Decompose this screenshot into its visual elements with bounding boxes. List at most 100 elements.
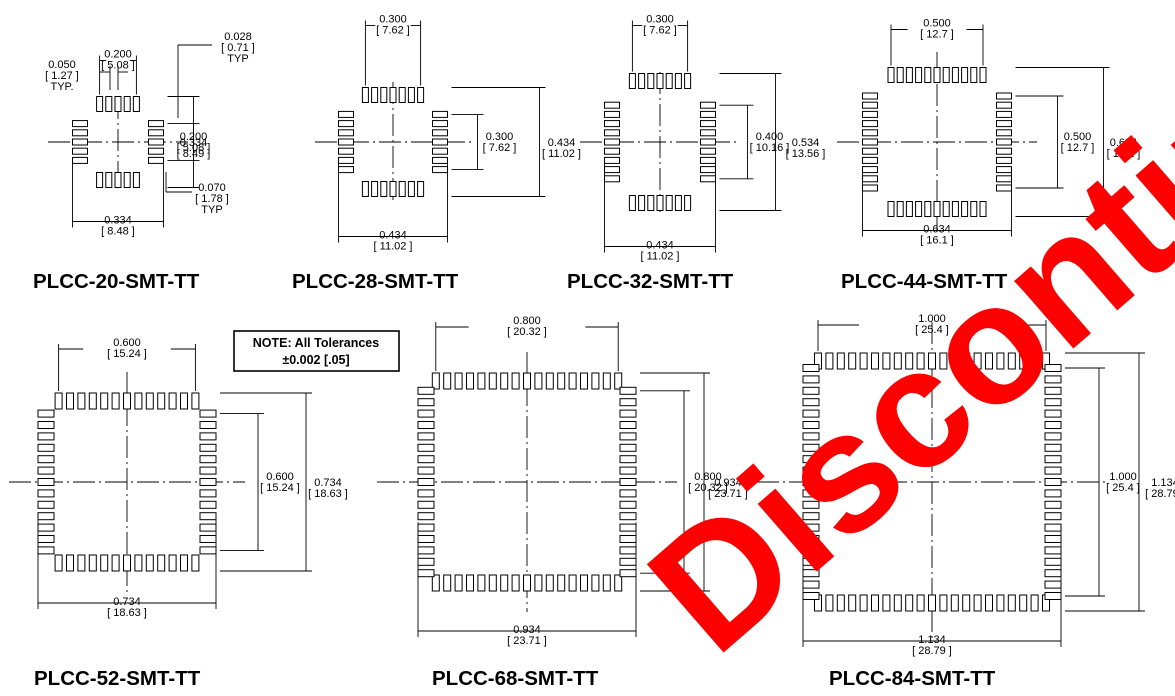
pad-right <box>148 120 164 128</box>
pad-bottom <box>915 201 923 217</box>
pad-bottom <box>398 181 406 197</box>
pad-left <box>802 512 820 521</box>
pad-left <box>604 110 620 118</box>
pad-bottom <box>973 594 982 612</box>
pad-right <box>1044 409 1062 418</box>
pad-right <box>1044 546 1062 555</box>
pad-right <box>619 478 637 486</box>
pad-bottom <box>488 574 497 592</box>
pad-left <box>802 455 820 464</box>
pad-left <box>604 175 620 183</box>
dimension-mm-label: [ 7.62 ] <box>483 142 517 154</box>
dimension-inch-label: 1.134 <box>1151 477 1175 489</box>
pad-right <box>199 421 217 429</box>
dimension-mm-label: [ 12.7 ] <box>1061 142 1095 154</box>
pad-right <box>1044 523 1062 532</box>
dimension-mm-label: [ 11.02 ] <box>374 241 413 253</box>
pad-left <box>417 409 435 418</box>
pad-bottom <box>443 574 452 592</box>
dimension-mm-label: [ 18.63 ] <box>107 607 147 619</box>
pad-left <box>604 120 620 128</box>
pad-bottom <box>942 201 950 217</box>
pad-top <box>939 352 948 370</box>
pad-left <box>338 129 354 137</box>
pad-bottom <box>66 554 74 572</box>
dimension-inch-label: 0.434 <box>379 230 407 242</box>
dimension-mm-label: [ 1.27 ] <box>45 70 79 82</box>
pad-top <box>145 392 154 410</box>
dimension-mm-label: [ 16.1 ] <box>920 235 954 247</box>
pad-right <box>996 175 1012 183</box>
pad-top <box>951 67 959 83</box>
pad-top <box>557 372 566 390</box>
dimension-mm-label: [ 15.24 ] <box>107 348 147 360</box>
pad-right <box>700 101 716 109</box>
pad-right <box>700 166 716 174</box>
pad-top <box>114 96 122 112</box>
dimension-mm-label: [ 28.79 ] <box>912 645 952 657</box>
pad-top <box>928 352 936 370</box>
dimension-inch-label: 0.634 <box>1110 137 1138 149</box>
dimension-inch-label: 0.800 <box>513 315 541 327</box>
pad-left <box>604 138 620 146</box>
footprint-plcc-28: 0.300[ 7.62 ]0.300[ 7.62 ]0.434[ 11.02 ]… <box>315 14 581 253</box>
dimension-inch-label: 0.334 <box>180 137 208 149</box>
dimension-mm-label: [ 11.02 ] <box>542 148 581 160</box>
pad-bottom <box>454 574 463 592</box>
pad-bottom <box>996 594 1005 612</box>
dimension-mm-label: [ 0.71 ] <box>221 42 255 54</box>
pad-bottom <box>896 201 904 217</box>
pad-right <box>619 409 637 418</box>
pad-right <box>619 386 637 395</box>
pad-right <box>700 120 716 128</box>
pad-bottom <box>114 172 122 188</box>
pad-bottom <box>1007 594 1016 612</box>
dimension-inch-label: 0.070 <box>198 182 226 194</box>
pad-left <box>417 557 435 566</box>
pad-bottom <box>511 574 520 592</box>
pad-top <box>996 352 1005 370</box>
dimension-inch-label: 0.734 <box>113 596 141 608</box>
pad-left <box>338 120 354 128</box>
dimension-inch-label: 0.434 <box>646 240 674 252</box>
pad-bottom <box>905 201 913 217</box>
pad-left <box>802 409 820 418</box>
package-title-plcc-28: PLCC-28-SMT-TT <box>292 270 459 293</box>
pad-right <box>1044 489 1062 498</box>
pad-top <box>893 352 902 370</box>
pad-top <box>105 96 113 112</box>
pad-right <box>996 166 1012 174</box>
pad-top <box>985 352 993 370</box>
pad-left <box>72 147 88 155</box>
pad-right <box>996 184 1012 192</box>
pad-bottom <box>132 172 140 188</box>
pad-bottom <box>371 181 379 197</box>
pad-top <box>134 392 143 410</box>
pad-top <box>431 372 440 390</box>
pad-right <box>1044 512 1062 521</box>
pad-top <box>407 87 415 103</box>
pad-bottom <box>417 181 425 197</box>
pad-bottom <box>180 554 188 572</box>
pad-left <box>37 455 55 464</box>
pad-bottom <box>54 554 63 572</box>
pad-left <box>37 535 55 543</box>
pad-top <box>638 73 646 89</box>
pad-bottom <box>674 195 682 211</box>
pad-right <box>1044 364 1062 372</box>
pad-left <box>338 138 354 146</box>
pad-right <box>1044 592 1062 600</box>
pad-left <box>802 421 820 429</box>
pad-left <box>862 92 878 100</box>
pad-left <box>417 398 435 407</box>
footprint-plcc-68: 0.800[ 20.32 ]0.800[ 20.32 ]0.934[ 23.71… <box>377 315 748 647</box>
dimension-inch-label: 0.334 <box>104 215 132 227</box>
pad-right <box>432 156 448 164</box>
dimension-inch-label: 0.734 <box>314 477 342 489</box>
pad-bottom <box>665 195 673 211</box>
dimension-inch-label: 0.200 <box>104 49 132 61</box>
pad-bottom <box>389 181 397 197</box>
pad-left <box>604 166 620 174</box>
pad-top <box>54 392 63 410</box>
pad-bottom <box>656 195 664 211</box>
